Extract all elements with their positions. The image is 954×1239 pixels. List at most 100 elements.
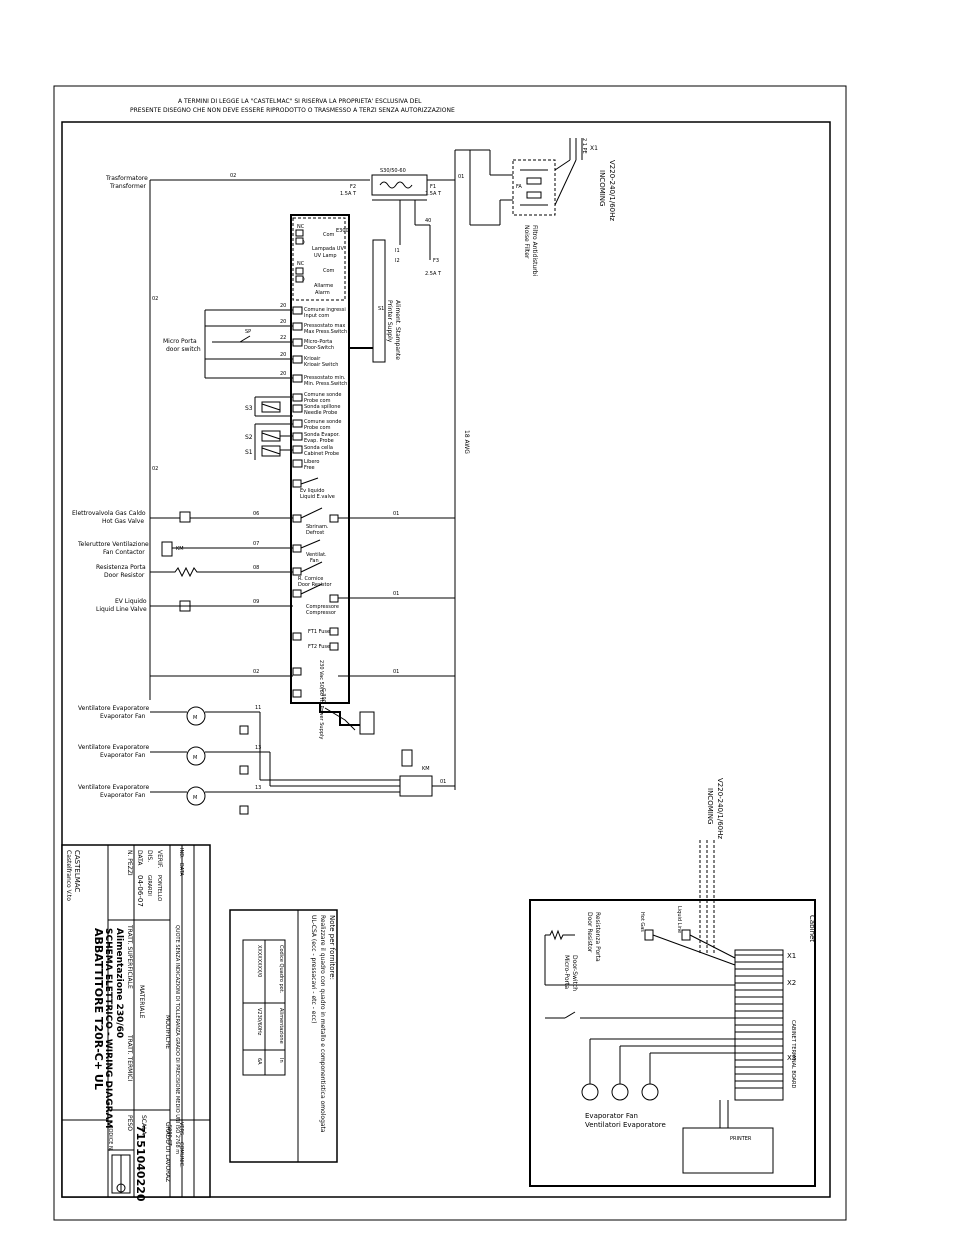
km-coil xyxy=(401,749,413,767)
output-label-4-it: Compressore xyxy=(306,604,339,610)
legal-notice-line2: PRESENTE DISEGNO CHE NON DEVE ESSERE RIP… xyxy=(130,107,455,114)
input-label-0-it: Comune ingressi xyxy=(304,307,346,313)
notes-title: Note per fornitore: xyxy=(328,915,336,980)
cabinet-liquid-line: Liquid Line xyxy=(676,906,682,933)
door-switch-en: door switch xyxy=(166,346,201,353)
tb-n-pezzi: N. PEZZI xyxy=(126,850,133,876)
evaporator-fans: Ventilatore Evaporatore Evaporator Fan M… xyxy=(78,705,455,815)
tb-company: CASTELMAC xyxy=(73,850,81,892)
cabinet-x2: X2 xyxy=(787,979,796,987)
uv-lamp-com: Com xyxy=(323,232,335,238)
tb-peso: PESO xyxy=(126,1115,133,1131)
svg-text:06: 06 xyxy=(253,511,259,517)
cabinet-fan-3 xyxy=(641,1083,659,1101)
input-label-5-it: Comune sonde xyxy=(304,392,342,398)
cabinet-printer-label: PRINTER xyxy=(730,1136,752,1142)
load-2-en: Door Resistor xyxy=(104,572,145,579)
uv-lamp-en: UV Lamp xyxy=(314,253,337,259)
alarm-it: Allarme xyxy=(314,283,333,289)
cabinet-box: Cabinet CABINET TERMINAL BOARD V220-240/… xyxy=(529,778,816,1187)
input-label-4-it: Pressostato min. xyxy=(304,375,346,381)
svg-text:01: 01 xyxy=(440,779,446,785)
load-1-en: Fan Contactor xyxy=(103,549,145,556)
input-label-2-it: Micro-Porta xyxy=(304,339,332,345)
input-label-1-en: Max Press.Switch xyxy=(304,329,347,335)
svg-text:20: 20 xyxy=(280,319,286,325)
tb-tratt-term: TRATT. TERMICI xyxy=(126,1034,133,1081)
fan-2-motor xyxy=(186,786,206,806)
input-label-4-en: Min. Press.Switch xyxy=(304,381,347,387)
relay-block xyxy=(292,217,346,301)
input-label-10-en: Free xyxy=(304,465,315,471)
svg-text:01: 01 xyxy=(393,591,399,597)
tb-vers: VERS. xyxy=(178,1122,184,1137)
noise-filter-box xyxy=(512,159,556,216)
svg-text:02: 02 xyxy=(253,669,259,675)
notes-row-1: V230/60Hz xyxy=(256,1008,262,1036)
tb-sub: Alimentazione 230/60 xyxy=(114,928,124,1038)
cabinet-fan-2 xyxy=(611,1083,629,1101)
transformer-en: Transformer xyxy=(109,183,147,190)
notes-box: Note per fornitore: Realizzare il quadro… xyxy=(229,909,338,1163)
tb-ind: IND. xyxy=(178,848,184,859)
notes-row-2: 6A xyxy=(256,1058,262,1065)
svg-text:22: 22 xyxy=(280,335,286,341)
input-label-9-it: Sonda cella xyxy=(304,445,333,451)
incoming-voltage: V220-240/1/60Hz xyxy=(608,160,616,221)
svg-text:02: 02 xyxy=(230,173,236,179)
probe-s1-label: S1 xyxy=(245,449,253,456)
tb-comunic: COMUNIC. xyxy=(178,1142,184,1168)
door-switch-tag: SP xyxy=(245,329,251,335)
fuse-f3: F3 xyxy=(433,258,439,264)
probe-s3-label: S3 xyxy=(245,405,253,412)
cabinet-title: Cabinet xyxy=(808,915,816,942)
tb-dis: GIRARDI xyxy=(146,875,152,896)
printer-supply-en: Printer Supply xyxy=(386,300,393,343)
svg-text:09: 09 xyxy=(253,599,259,605)
fan-0-motor xyxy=(186,706,206,726)
board-fuse-1: FT1 Fuse 1 xyxy=(308,629,335,635)
output-label-1-en: Defrost xyxy=(306,530,324,536)
transformer-it: Trasformatore xyxy=(105,175,148,182)
fan-0-it: Ventilatore Evaporatore xyxy=(78,705,149,712)
probe-s2-label: S2 xyxy=(245,434,253,441)
alarm-com: Com xyxy=(323,268,335,274)
board-fuse-2: FT2 Fuse 2 xyxy=(308,644,335,650)
load-wiring: Elettrovalvola Gas Caldo Hot Gas Valve 0… xyxy=(72,510,455,677)
svg-text:07: 07 xyxy=(253,541,259,547)
output-label-1-it: Sbrinam. xyxy=(306,524,329,530)
svg-text:KM: KM xyxy=(422,766,430,772)
sheet-outer-border xyxy=(53,85,847,1221)
cabinet-incoming-label: INCOMING xyxy=(706,788,714,824)
fan-1-en: Evaporator Fan xyxy=(100,752,146,759)
legal-notice-line1: A TERMINI DI LEGGE LA "CASTELMAC" SI RIS… xyxy=(178,98,422,105)
noise-filter-en: Noise Filter xyxy=(523,225,530,259)
load-0-en: Hot Gas Valve xyxy=(102,518,144,525)
svg-text:I2: I2 xyxy=(395,258,400,264)
svg-text:08: 08 xyxy=(253,565,259,571)
svg-text:13: 13 xyxy=(255,745,261,751)
svg-text:40: 40 xyxy=(425,218,431,224)
load-0-it: Elettrovalvola Gas Caldo xyxy=(72,510,146,517)
tb-verif: PONTELLO xyxy=(156,875,162,901)
door-switch-it: Micro Porta xyxy=(163,338,197,345)
svg-text:I1: I1 xyxy=(395,248,400,254)
tb-modifiche: MODIFICHE xyxy=(164,1015,171,1049)
printer-supply-connector: S1 Aliment. Stampante Printer Supply 18 … xyxy=(345,239,470,454)
relay-nc2: NC xyxy=(297,261,305,267)
terminal-x1-pins: 2 1 PE xyxy=(581,138,587,154)
controller-board: E300 Com Lampada UV UV Lamp NC NO NC NO … xyxy=(290,214,375,739)
tb-mod: 5000 CT xyxy=(166,1125,172,1147)
notes-header-0: Codice Quadro pot. xyxy=(278,945,284,994)
output-label-3-it: R. Cornice xyxy=(298,576,323,582)
tb-dis-label: DIS. xyxy=(146,850,153,862)
svg-text:11: 11 xyxy=(255,705,261,711)
input-label-7-it: Comune sonde xyxy=(304,419,342,425)
cabinet-evap-fan-en: Evaporator Fan xyxy=(585,1112,638,1120)
svg-text:M: M xyxy=(193,755,197,761)
tb-code: 7151040220 xyxy=(134,1125,147,1202)
input-label-6-it: Sonda spillone xyxy=(304,404,340,410)
svg-text:01: 01 xyxy=(393,511,399,517)
output-label-0-en: Liquid E.valve xyxy=(300,494,335,500)
